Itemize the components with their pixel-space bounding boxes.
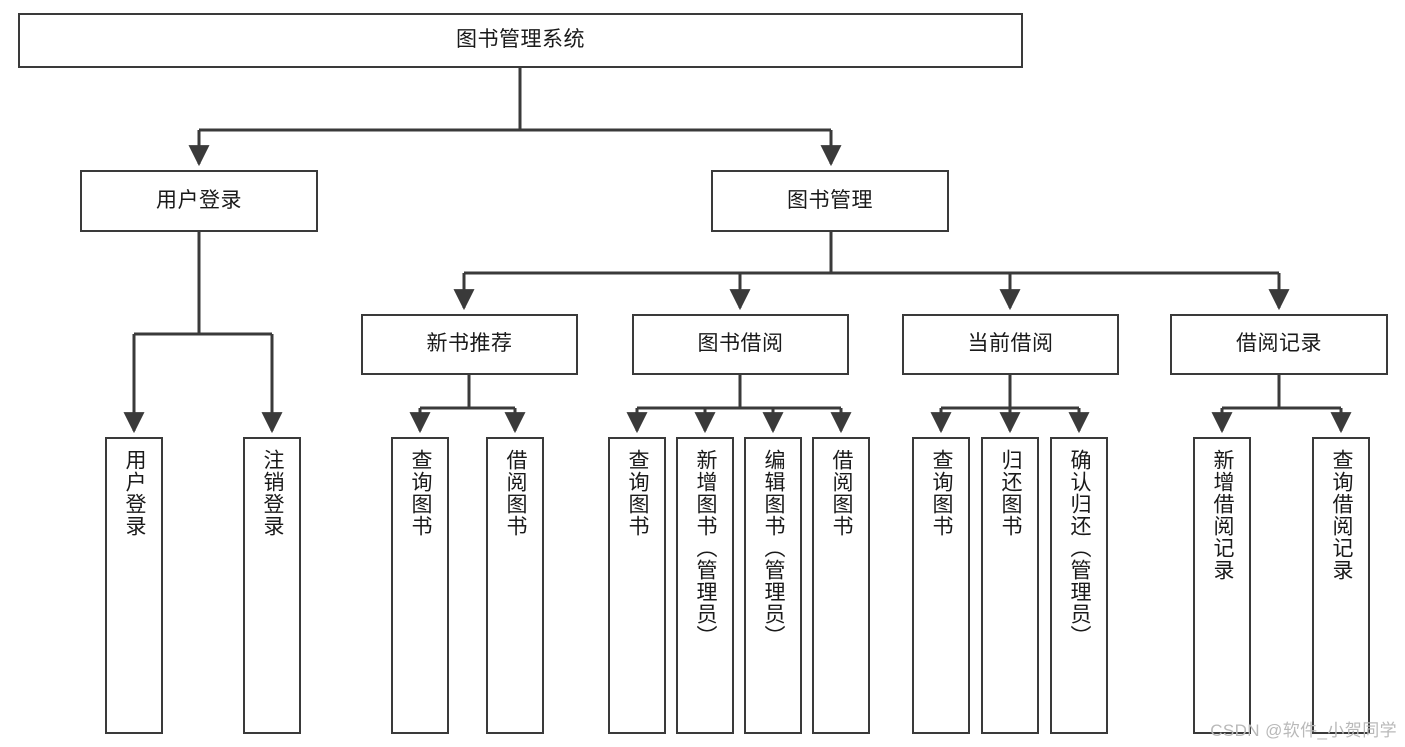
leaf-book-borrow-query-label: 查询图书 [626,449,650,537]
leaf-borrow-record-add-label: 新增借阅记录 [1211,449,1235,581]
leaf-borrow-record-query-label: 查询借阅记录 [1330,449,1354,581]
leaf-book-borrow-edit[interactable]: 编辑图书（管理员） [744,437,802,734]
leaf-book-borrow-add-label: 新增图书（管理员） [694,449,718,647]
node-borrow-record-label: 借阅记录 [1236,332,1322,356]
node-borrow-record[interactable]: 借阅记录 [1170,314,1388,375]
leaf-user-login-logout[interactable]: 注销登录 [243,437,301,734]
leaf-current-borrow-confirm-label: 确认归还（管理员） [1068,449,1092,647]
node-user-login[interactable]: 用户登录 [80,170,318,232]
leaf-new-book-borrow[interactable]: 借阅图书 [486,437,544,734]
node-current-borrow-label: 当前借阅 [967,332,1054,356]
leaf-current-borrow-confirm[interactable]: 确认归还（管理员） [1050,437,1108,734]
node-root-system[interactable]: 图书管理系统 [18,13,1023,68]
node-root-system-label: 图书管理系统 [456,28,585,52]
leaf-new-book-query-label: 查询图书 [409,449,433,537]
leaf-book-borrow-query[interactable]: 查询图书 [608,437,666,734]
leaf-new-book-query[interactable]: 查询图书 [391,437,449,734]
node-user-login-label: 用户登录 [156,188,242,212]
node-book-manage[interactable]: 图书管理 [711,170,949,232]
leaf-book-borrow-add[interactable]: 新增图书（管理员） [676,437,734,734]
leaf-book-borrow-borrow-label: 借阅图书 [830,449,854,537]
leaf-current-borrow-return[interactable]: 归还图书 [981,437,1039,734]
node-new-book-recommend[interactable]: 新书推荐 [361,314,578,375]
leaf-current-borrow-return-label: 归还图书 [999,449,1023,537]
leaf-user-login-logout-label: 注销登录 [261,449,285,537]
leaf-book-borrow-edit-label: 编辑图书（管理员） [762,449,786,647]
leaf-book-borrow-borrow[interactable]: 借阅图书 [812,437,870,734]
csdn-watermark: CSDN @软件_小贺同学 [1210,721,1397,740]
leaf-borrow-record-query[interactable]: 查询借阅记录 [1312,437,1370,734]
leaf-user-login-login[interactable]: 用户登录 [105,437,163,734]
node-current-borrow[interactable]: 当前借阅 [902,314,1119,375]
node-new-book-recommend-label: 新书推荐 [426,332,513,356]
leaf-current-borrow-query-label: 查询图书 [930,449,954,537]
leaf-borrow-record-add[interactable]: 新增借阅记录 [1193,437,1251,734]
leaf-user-login-login-label: 用户登录 [123,449,147,537]
node-book-borrow[interactable]: 图书借阅 [632,314,849,375]
node-book-manage-label: 图书管理 [787,188,873,212]
leaf-current-borrow-query[interactable]: 查询图书 [912,437,970,734]
leaf-new-book-borrow-label: 借阅图书 [504,449,528,537]
node-book-borrow-label: 图书借阅 [697,332,784,356]
